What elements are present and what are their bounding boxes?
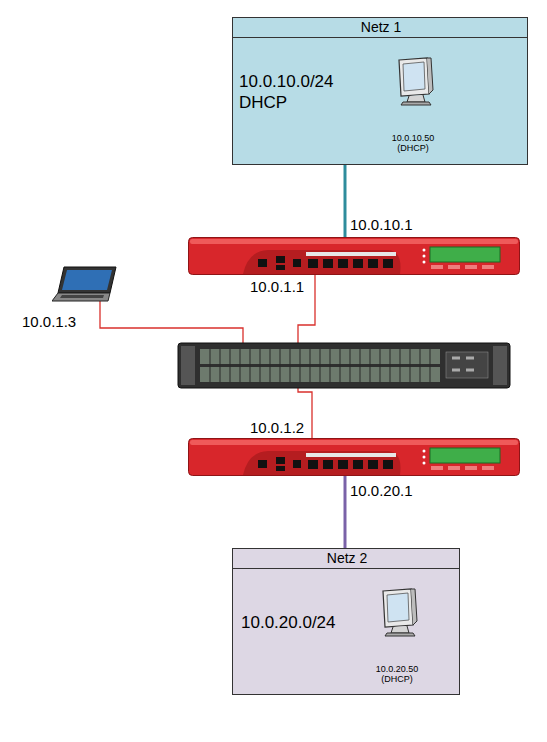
address-label: 10.0.20.0/24 (241, 613, 336, 633)
network-switch (178, 343, 510, 388)
firewall-router-icon (188, 438, 520, 476)
pc-node-icon (377, 587, 421, 639)
address-label: 10.0.1.1 (250, 278, 304, 295)
header-rule (233, 568, 459, 569)
network-zone: Netz 2 10.0.20.0/24 10.0.20.50 (DHCP) (232, 548, 460, 695)
pc-node-icon (393, 56, 437, 108)
firewall-router: 10.0.1.210.0.20.1 (188, 438, 520, 476)
address-label: 10.0.20.50 (DHCP) (365, 664, 429, 685)
address-label: 10.0.1.3 (22, 313, 76, 330)
laptop-node: 10.0.1.3 (52, 265, 118, 303)
address-label: 10.0.1.2 (250, 419, 304, 436)
address-label: DHCP (239, 93, 287, 113)
network-zone: Netz 1 10.0.10.0/24DHCP 10.0.10.50 (DHCP) (232, 17, 528, 165)
zone-title: Netz 1 (233, 19, 529, 35)
network-link (345, 476, 346, 548)
address-label: 10.0.20.1 (350, 482, 413, 499)
firewall-router: 10.0.10.110.0.1.1 (188, 237, 520, 275)
address-label: 10.0.10.50 (DHCP) (381, 133, 445, 154)
pc-node: 10.0.20.50 (DHCP) (365, 587, 429, 679)
address-label: 10.0.10.0/24 (239, 72, 334, 92)
header-rule (233, 37, 527, 38)
pc-node: 10.0.10.50 (DHCP) (381, 56, 445, 148)
firewall-router-icon (188, 237, 520, 275)
address-label: 10.0.10.1 (350, 216, 413, 233)
zone-title: Netz 2 (233, 550, 461, 566)
network-link (345, 165, 346, 237)
laptop-node-icon (52, 265, 118, 303)
